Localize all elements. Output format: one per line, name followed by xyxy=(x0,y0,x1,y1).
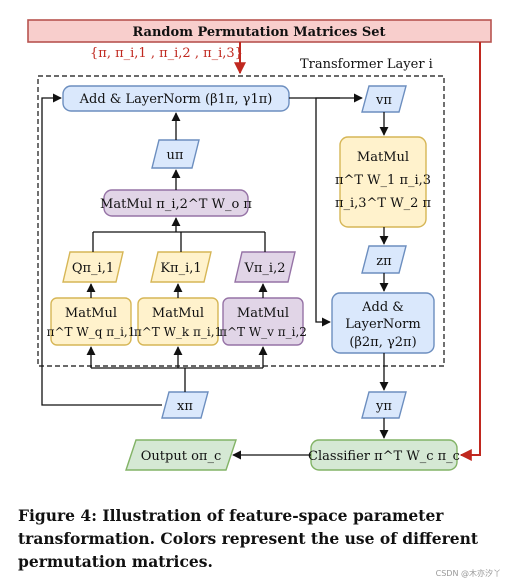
z-pi-node: zπ xyxy=(361,245,407,274)
svg-text:π^T W_q π_i,1: π^T W_q π_i,1 xyxy=(47,325,136,339)
y-pi-node: yπ xyxy=(361,391,407,419)
x-pi-label: xπ xyxy=(177,399,193,414)
z-pi-label: zπ xyxy=(376,254,392,269)
output-label: Output oπ_c xyxy=(141,449,221,464)
addnorm2-box: Add & LayerNorm (β2π, γ2π) xyxy=(331,292,435,354)
addnorm1-box: Add & LayerNorm (β1π, γ1π) xyxy=(62,85,290,112)
perm-set-top-label: {π, π_i,1 , π_i,2 , π_i,3} xyxy=(90,46,243,61)
svg-text:π^T W_v π_i,2: π^T W_v π_i,2 xyxy=(219,325,307,339)
v-pi-label: vπ xyxy=(375,93,392,108)
svg-text:π^T W_k π_i,1: π^T W_k π_i,1 xyxy=(134,325,222,339)
svg-text:MatMul: MatMul xyxy=(152,306,204,321)
transformer-layer-label: Transformer Layer i xyxy=(300,57,433,72)
matmul-v-box: MatMul π^T W_v π_i,2 xyxy=(219,297,307,346)
q-label: Qπ_i,1 xyxy=(72,261,114,276)
red-arrow-classifier xyxy=(459,42,481,461)
matmul-o-box: MatMul π_i,2^T W_o π xyxy=(100,189,252,217)
matmul-o-label: MatMul π_i,2^T W_o π xyxy=(100,197,252,212)
watermark: CSDN @木亦汐丫 xyxy=(435,569,501,578)
v-node: Vπ_i,2 xyxy=(234,251,296,283)
u-pi-node: uπ xyxy=(151,139,200,169)
permutation-banner-label: Random Permutation Matrices Set xyxy=(132,25,385,40)
y-pi-label: yπ xyxy=(375,399,392,414)
k-node: Kπ_i,1 xyxy=(150,251,212,283)
svg-text:MatMul: MatMul xyxy=(357,150,409,165)
matmul-k-box: MatMul π^T W_k π_i,1 xyxy=(134,297,222,346)
figure-caption: Figure 4: Illustration of feature-space … xyxy=(18,506,479,571)
k-label: Kπ_i,1 xyxy=(160,261,201,276)
svg-text:(β2π, γ2π): (β2π, γ2π) xyxy=(349,335,416,350)
svg-text:π^T W_1 π_i,3: π^T W_1 π_i,3 xyxy=(335,173,431,188)
svg-text:MatMul: MatMul xyxy=(65,306,117,321)
v-pi-node: vπ xyxy=(361,85,407,113)
q-node: Qπ_i,1 xyxy=(62,251,124,283)
flow-arrows xyxy=(41,93,389,460)
v-label: Vπ_i,2 xyxy=(244,261,286,276)
permutation-banner: Random Permutation Matrices Set xyxy=(27,19,492,43)
classifier-label: Classifier π^T W_c π_c xyxy=(308,449,460,464)
output-node: Output oπ_c xyxy=(125,439,237,471)
svg-text:MatMul: MatMul xyxy=(237,306,289,321)
u-pi-label: uπ xyxy=(167,148,184,163)
addnorm1-label: Add & LayerNorm (β1π, γ1π) xyxy=(79,92,273,107)
svg-text:Add &: Add & xyxy=(361,300,404,315)
svg-text:π_i,3^T W_2 π: π_i,3^T W_2 π xyxy=(335,196,432,211)
svg-text:LayerNorm: LayerNorm xyxy=(345,317,420,332)
x-pi-node: xπ xyxy=(161,391,209,419)
transformer-layer-box xyxy=(37,75,445,367)
ffn-box: MatMul π^T W_1 π_i,3 π_i,3^T W_2 π xyxy=(335,136,432,228)
classifier-box: Classifier π^T W_c π_c xyxy=(308,439,460,471)
matmul-q-box: MatMul π^T W_q π_i,1 xyxy=(47,297,136,346)
